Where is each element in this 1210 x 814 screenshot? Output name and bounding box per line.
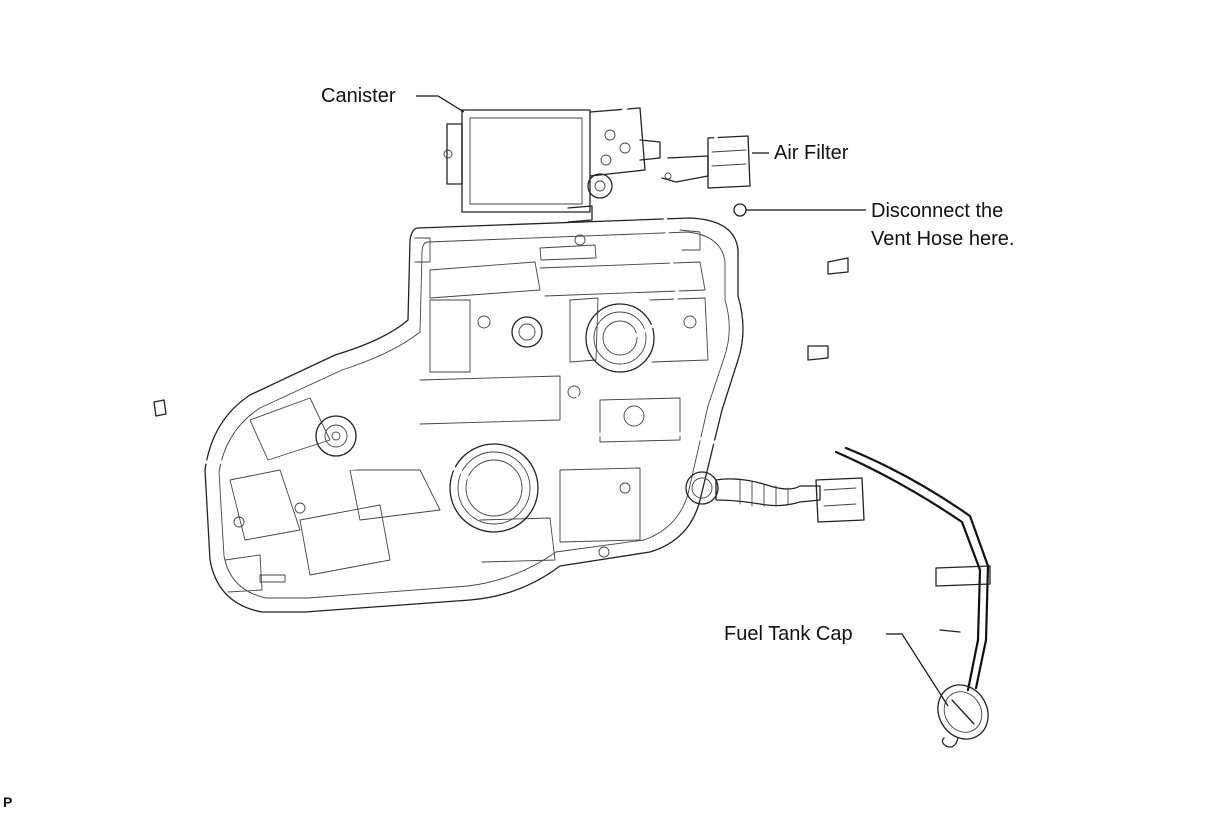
disconnect-label-line2: Vent Hose here. [871,228,1015,250]
air-filter-label: Air Filter [774,142,849,164]
fuel-tank-cap-label: Fuel Tank Cap [724,623,853,645]
fuel-tank-cap-leader [886,633,949,707]
canister-leader [416,95,465,113]
canister-label: Canister [321,85,396,107]
disconnect-label: Disconnect the Vent Hose here. [871,197,1014,253]
leader-lines [416,95,949,707]
fuel-tank [204,217,744,613]
fuel-tank-cap [937,684,989,748]
air-filter [661,135,751,189]
canister [443,107,661,223]
disconnect-label-line1: Disconnect the [871,200,1004,222]
hoses [153,98,991,692]
figure-code: P [3,794,13,810]
